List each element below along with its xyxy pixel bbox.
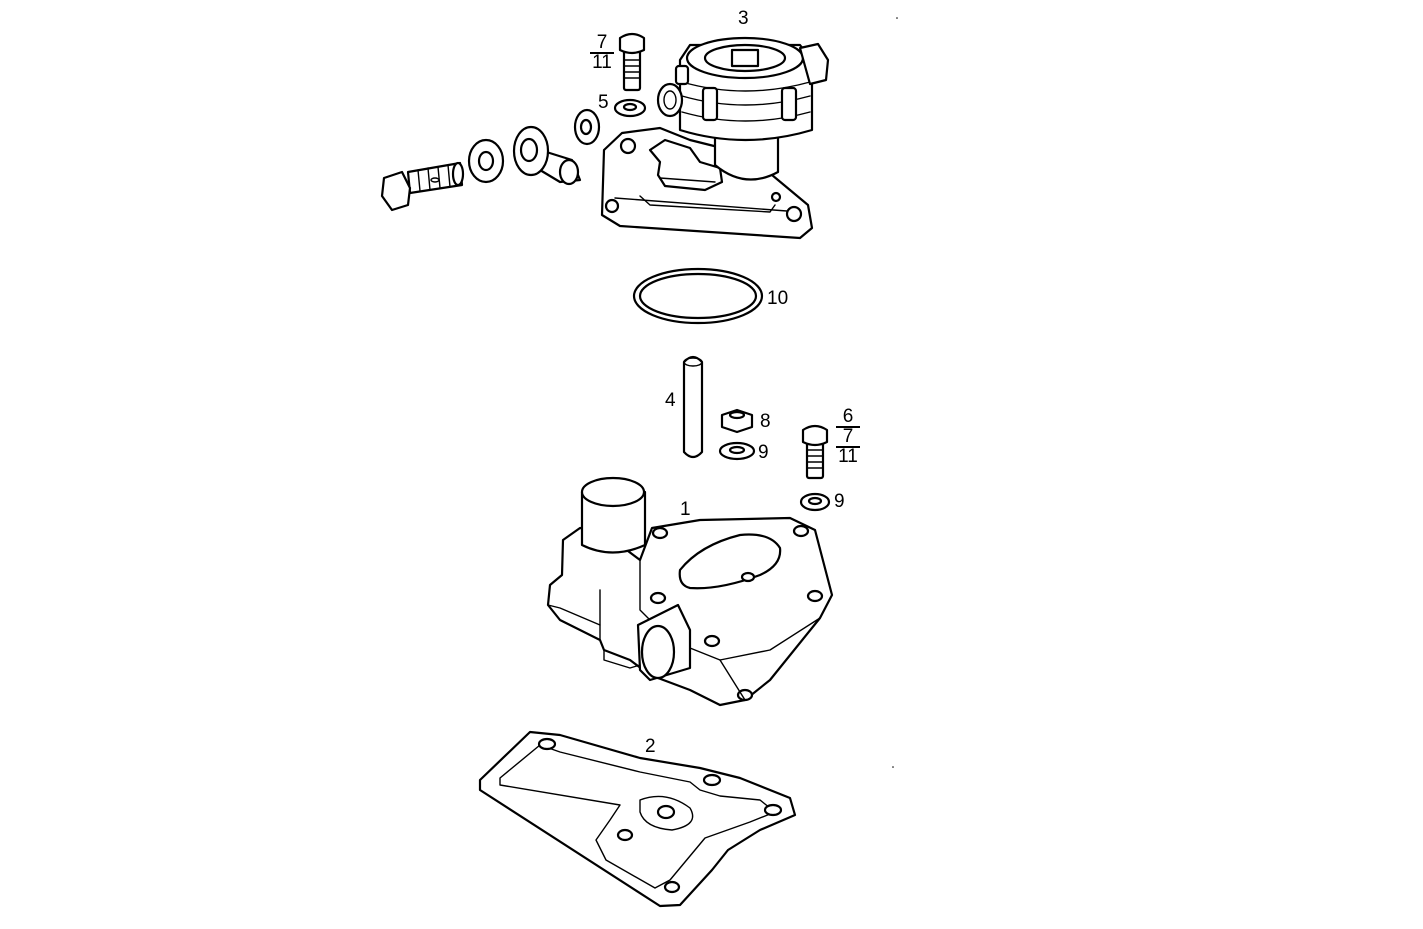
callout-part-5: 5 — [598, 92, 609, 113]
callout-part-10: 10 — [767, 288, 789, 309]
top-bolt-ref-numerator: 7 — [596, 32, 608, 53]
callout-part-3: 3 — [738, 8, 749, 29]
cover-plate-icon[interactable] — [546, 476, 834, 707]
bolt-icon[interactable] — [618, 32, 646, 92]
washer-icon[interactable] — [467, 138, 505, 184]
washer-icon[interactable] — [799, 492, 831, 512]
o-ring-icon[interactable] — [632, 267, 764, 325]
washer-icon[interactable] — [573, 108, 601, 146]
valve-housing-icon[interactable] — [600, 36, 830, 240]
fraction-bar — [836, 426, 860, 428]
lower-bolt-ref-first: 6 — [842, 406, 854, 427]
pin-icon[interactable] — [682, 355, 704, 459]
washer-icon[interactable] — [613, 98, 647, 118]
callout-lower-bolt-refs: 6 7 11 — [836, 407, 860, 467]
banjo-fitting-icon[interactable] — [512, 125, 582, 186]
top-bolt-ref-denominator: 11 — [592, 52, 612, 73]
callout-part-9-right: 9 — [834, 491, 845, 512]
fraction-bar — [590, 52, 614, 54]
lower-bolt-ref-second: 7 — [842, 426, 854, 447]
callout-part-1: 1 — [680, 499, 691, 520]
banjo-bolt-icon[interactable] — [380, 161, 465, 212]
callout-part-9-left: 9 — [758, 442, 769, 463]
lower-bolt-ref-third: 11 — [838, 446, 858, 467]
bolt-icon[interactable] — [801, 424, 829, 480]
washer-icon[interactable] — [718, 441, 756, 461]
callout-part-4: 4 — [665, 390, 676, 411]
nut-icon[interactable] — [720, 408, 754, 434]
callout-part-8: 8 — [760, 411, 771, 432]
callout-part-2: 2 — [645, 736, 656, 757]
gasket-icon[interactable] — [478, 730, 797, 908]
fraction-bar — [836, 446, 860, 448]
callout-top-bolt-refs: 7 11 — [590, 33, 614, 73]
